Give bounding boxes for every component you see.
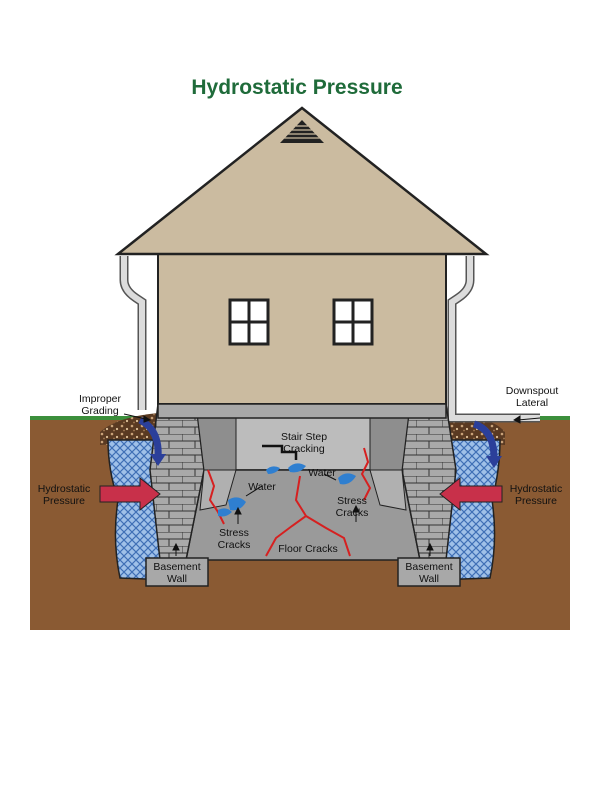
svg-text:Stress: Stress xyxy=(337,495,367,507)
label-basement-wall-right: Basement Wall xyxy=(405,561,452,585)
water-puddle-right xyxy=(338,473,356,485)
window-right xyxy=(332,298,374,346)
downspout-arrow-left-stroke xyxy=(138,416,162,459)
svg-text:Cracks: Cracks xyxy=(336,507,369,519)
svg-text:Pressure: Pressure xyxy=(43,495,85,507)
label-water-right: Water xyxy=(308,467,336,479)
svg-text:Wall: Wall xyxy=(167,573,187,585)
label-hydrostatic-pressure-left: Hydrostatic Pressure xyxy=(38,483,91,507)
svg-text:Basement: Basement xyxy=(405,561,452,573)
downspout-lateral xyxy=(449,256,540,421)
water-drip-center xyxy=(266,466,280,474)
pressure-arrow-right xyxy=(439,476,503,512)
label-hydrostatic-pressure-right: Hydrostatic Pressure xyxy=(510,483,563,507)
label-stair-step-cracking: Stair Step Cracking xyxy=(281,431,327,455)
house-wall xyxy=(157,253,447,405)
label-water-left: Water xyxy=(248,481,276,493)
water-puddle-left xyxy=(228,497,246,511)
label-improper-grading: Improper Grading xyxy=(79,393,122,417)
svg-text:Stress: Stress xyxy=(219,527,249,539)
water-drip-left xyxy=(218,508,232,517)
svg-text:Lateral: Lateral xyxy=(516,397,548,409)
svg-text:Stair Step: Stair Step xyxy=(281,431,327,443)
diagram-title: Hydrostatic Pressure xyxy=(191,76,402,99)
label-pointers xyxy=(123,413,541,556)
svg-text:Downspout: Downspout xyxy=(506,385,559,397)
svg-text:Cracking: Cracking xyxy=(283,443,325,455)
downspout-left xyxy=(121,256,145,410)
svg-text:Hydrostatic: Hydrostatic xyxy=(38,483,91,495)
label-basement-wall-left: Basement Wall xyxy=(153,561,200,585)
attic-vent xyxy=(280,120,324,143)
downspout-arrow-right-head xyxy=(486,456,502,468)
floor-crack-line xyxy=(265,475,351,557)
svg-text:Basement: Basement xyxy=(153,561,200,573)
attic-vent-slats xyxy=(284,125,320,139)
svg-text:Cracks: Cracks xyxy=(218,539,251,551)
svg-text:Grading: Grading xyxy=(81,405,119,417)
roof xyxy=(114,106,490,256)
footing-left xyxy=(145,557,209,587)
svg-text:Hydrostatic: Hydrostatic xyxy=(510,483,563,495)
stair-step-crack xyxy=(262,444,298,460)
downspout-arrow-left-head xyxy=(150,454,166,466)
foundation xyxy=(149,403,457,561)
label-downspout-lateral: Downspout Lateral xyxy=(506,385,559,409)
label-stress-cracks-right: Stress Cracks xyxy=(336,495,369,519)
svg-text:Wall: Wall xyxy=(419,573,439,585)
window-left xyxy=(228,298,270,346)
svg-text:Pressure: Pressure xyxy=(515,495,557,507)
stress-crack-right-line xyxy=(360,447,372,501)
downspout-arrow-right-stroke xyxy=(472,420,498,459)
label-stress-cracks-left: Stress Cracks xyxy=(218,527,251,551)
label-floor-cracks: Floor Cracks xyxy=(278,543,338,555)
footing-right xyxy=(397,557,461,587)
svg-text:Improper: Improper xyxy=(79,393,122,405)
water-puddle-center xyxy=(288,463,306,473)
pressure-arrow-left xyxy=(99,476,161,512)
